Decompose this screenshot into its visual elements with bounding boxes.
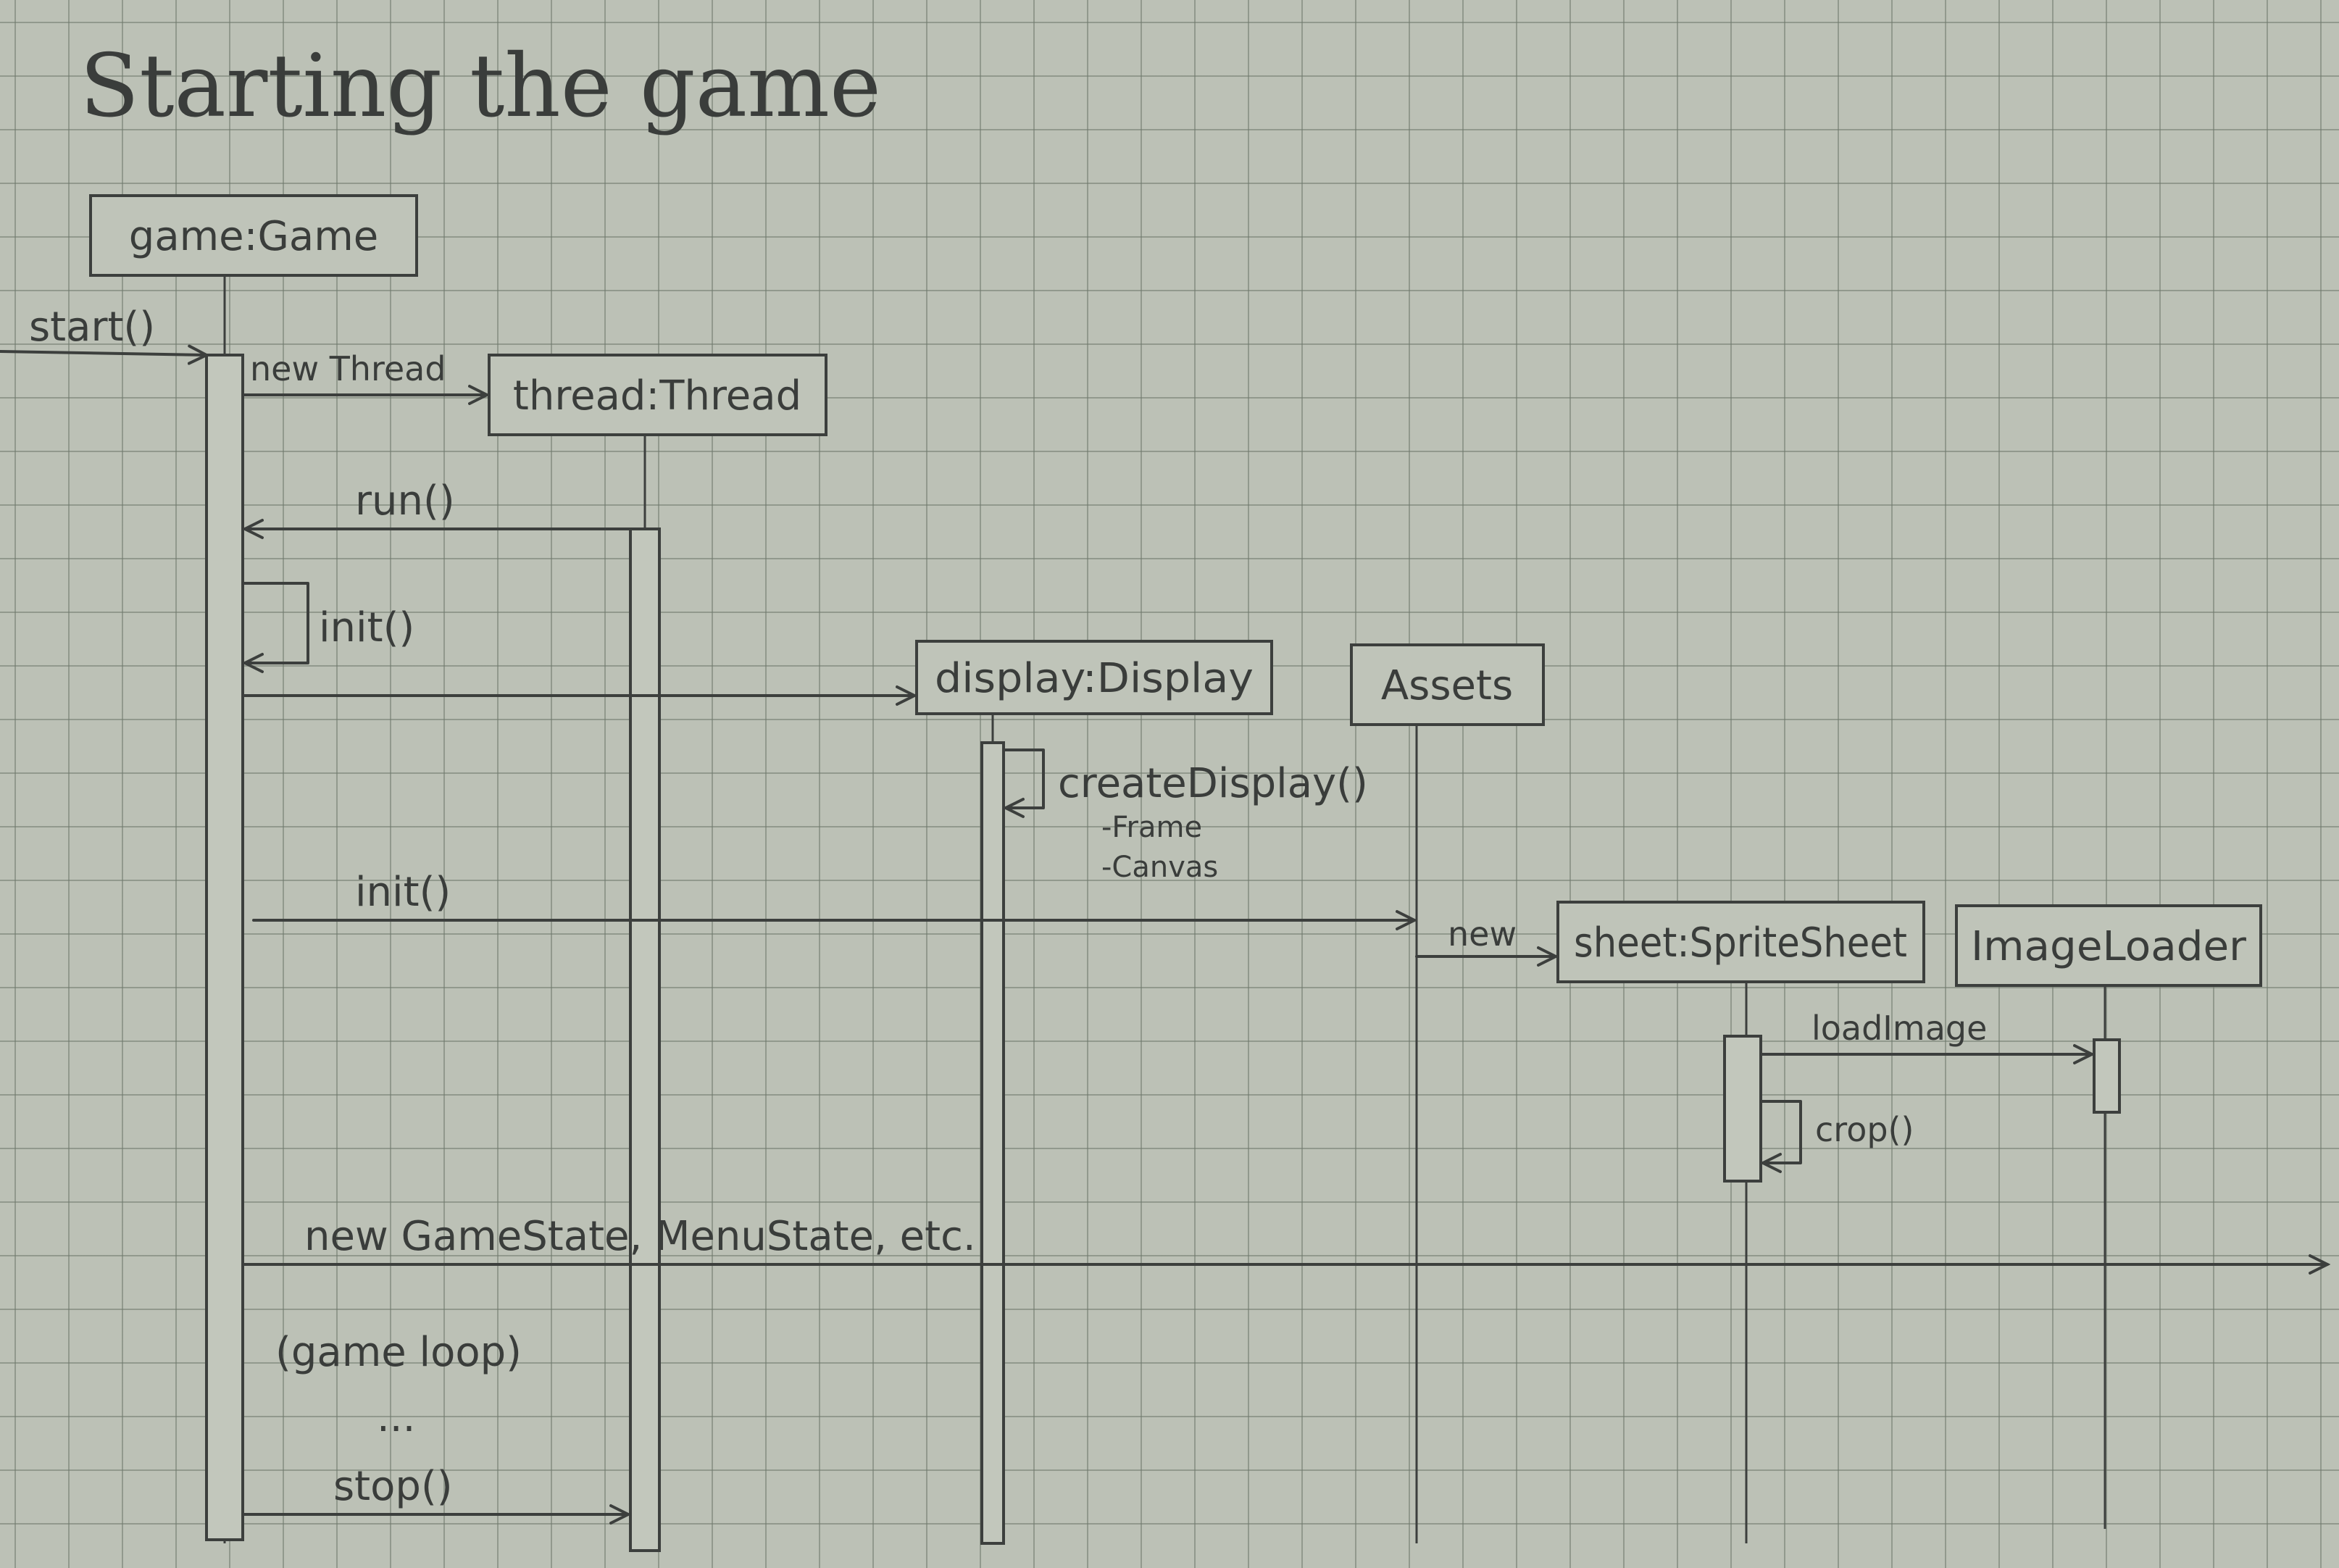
message-create-display-label: createDisplay() — [1058, 760, 1368, 807]
note-frame: -Frame — [1101, 811, 1202, 844]
activation-imageloader — [2093, 1038, 2121, 1114]
diagram-title: Starting the game — [80, 36, 881, 137]
message-stop-label: stop() — [333, 1463, 453, 1510]
message-init-self-label: init() — [319, 604, 414, 651]
activation-display — [980, 741, 1005, 1545]
message-load-image-label: loadImage — [1811, 1009, 1987, 1048]
note-ellipsis: ... — [377, 1394, 415, 1441]
message-new-thread-label: new Thread — [250, 349, 446, 388]
message-run-label: run() — [355, 478, 455, 525]
participant-display: display:Display — [915, 640, 1273, 715]
participant-thread: thread:Thread — [488, 354, 827, 436]
message-new-states-label: new GameState, MenuState, etc. — [304, 1213, 976, 1260]
participant-game-label: game:Game — [129, 213, 378, 260]
activation-game — [205, 354, 244, 1541]
participant-imageloader: ImageLoader — [1955, 904, 2262, 987]
message-start-label: start() — [29, 304, 155, 351]
note-canvas: -Canvas — [1101, 851, 1218, 884]
participant-imageloader-label: ImageLoader — [1971, 923, 2247, 970]
participant-sheet: sheet:SpriteSheet — [1556, 901, 1925, 983]
activation-thread — [629, 527, 661, 1552]
message-init-self-arrow — [241, 582, 309, 663]
participant-display-label: display:Display — [935, 655, 1254, 702]
message-start-arrow — [0, 351, 207, 355]
message-new-sheet-label: new — [1448, 914, 1517, 954]
participant-sheet-label: sheet:SpriteSheet — [1574, 919, 1907, 967]
message-create-display-self-arrow — [1002, 748, 1045, 808]
message-assets-init-label: init() — [355, 869, 451, 916]
participant-game: game:Game — [89, 194, 418, 277]
note-game-loop: (game loop) — [275, 1329, 522, 1376]
participant-assets-label: Assets — [1381, 662, 1513, 709]
activation-sheet — [1723, 1035, 1762, 1183]
participant-assets: Assets — [1350, 643, 1545, 726]
message-crop-label: crop() — [1815, 1110, 1914, 1149]
message-crop-arrow — [1759, 1100, 1802, 1163]
participant-thread-label: thread:Thread — [513, 372, 801, 420]
